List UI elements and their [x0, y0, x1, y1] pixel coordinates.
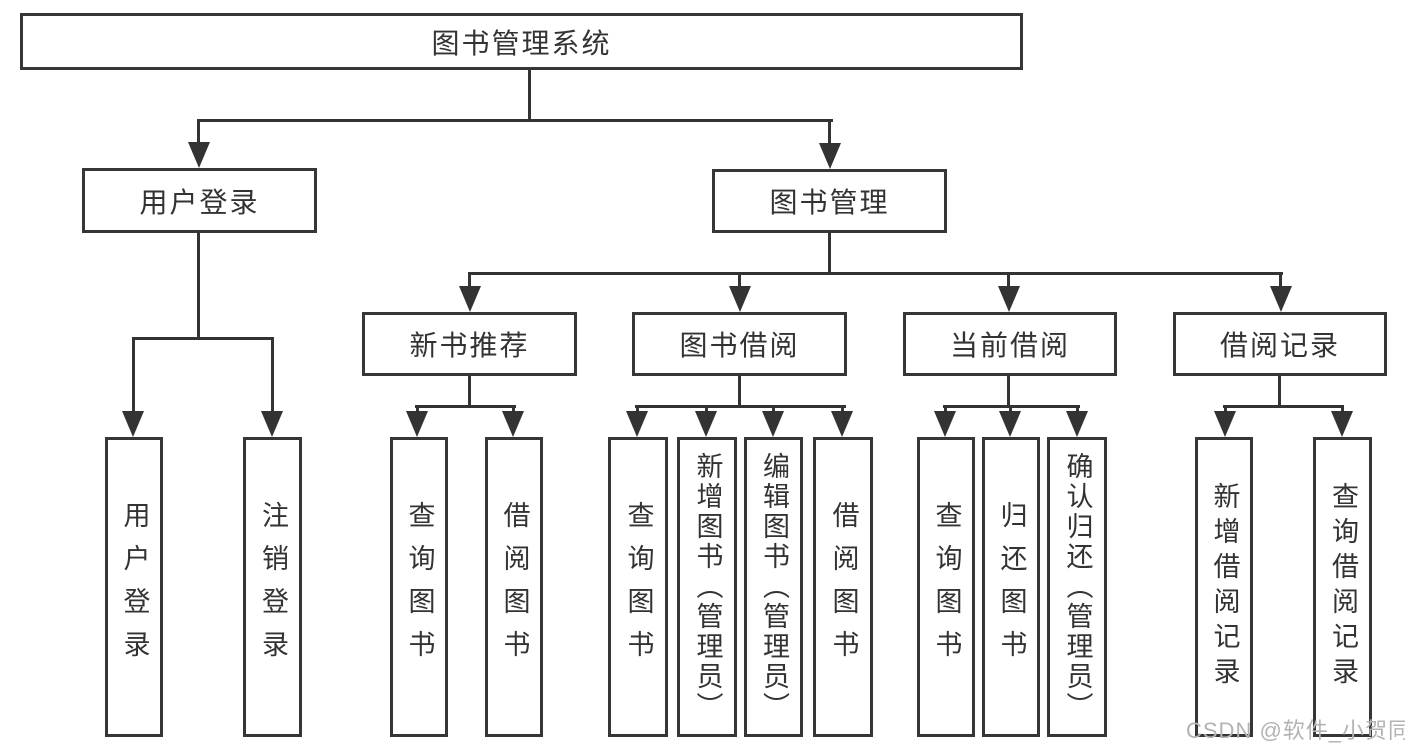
connector-stem	[636, 405, 639, 415]
connector-stem	[1341, 405, 1344, 415]
leaf-label: 新增借阅记录	[1209, 482, 1240, 692]
connector-stem	[528, 70, 531, 121]
arrow-down-icon	[999, 411, 1021, 437]
connector-stem	[468, 376, 471, 407]
arrow-down-icon	[1270, 286, 1292, 312]
leaf-confirm-return-admin: 确认归还（管理员）	[1047, 437, 1107, 737]
node-book-borrowing: 图书借阅	[632, 312, 847, 376]
leaf-query-books-recommend: 查询图书	[390, 437, 448, 737]
arrow-down-icon	[261, 411, 283, 437]
leaf-query-books-borrow: 查询图书	[608, 437, 668, 737]
leaf-label: 归还图书	[996, 501, 1027, 673]
arrow-down-icon	[1331, 411, 1353, 437]
connector-stem	[197, 119, 200, 147]
leaf-label: 查询图书	[931, 501, 962, 673]
arrow-down-icon	[122, 411, 144, 437]
connector-hline	[1223, 405, 1344, 408]
node-library-system: 图书管理系统	[20, 13, 1023, 70]
connector-hline	[197, 119, 833, 122]
leaf-query-borrow-record: 查询借阅记录	[1313, 437, 1372, 737]
node-label: 图书借阅	[679, 330, 800, 361]
leaf-query-books-current: 查询图书	[917, 437, 975, 737]
connector-stem	[512, 405, 515, 415]
leaf-label: 借阅图书	[499, 501, 530, 673]
leaf-label: 用户登录	[119, 501, 150, 673]
leaf-label: 查询借阅记录	[1328, 482, 1358, 692]
node-new-book-recommendation: 新书推荐	[362, 312, 577, 376]
node-label: 新书推荐	[409, 330, 530, 361]
csdn-watermark: CSDN @软件_小贺同学	[1186, 718, 1405, 743]
leaf-label: 编辑图书（管理员）	[759, 452, 789, 722]
arrow-down-icon	[459, 286, 481, 312]
arrow-down-icon	[819, 143, 841, 169]
connector-stem	[828, 119, 831, 147]
connector-stem	[738, 272, 741, 290]
leaf-label: 新增图书（管理员）	[692, 452, 723, 722]
connector-stem	[944, 405, 947, 415]
arrow-down-icon	[695, 411, 717, 437]
arrow-down-icon	[1214, 411, 1236, 437]
leaf-user-login: 用户登录	[105, 437, 163, 737]
connector-stem	[468, 272, 471, 290]
arrow-down-icon	[998, 286, 1020, 312]
connector-stem	[1279, 272, 1282, 290]
arrow-down-icon	[1066, 411, 1088, 437]
leaf-label: 查询图书	[623, 501, 654, 673]
leaf-borrow-books: 借阅图书	[813, 437, 873, 737]
leaf-edit-books-admin: 编辑图书（管理员）	[744, 437, 803, 737]
leaf-return-books: 归还图书	[982, 437, 1040, 737]
connector-stem	[841, 405, 844, 415]
arrow-down-icon	[502, 411, 524, 437]
connector-stem	[1224, 405, 1227, 415]
leaf-add-borrow-record: 新增借阅记录	[1195, 437, 1253, 737]
connector-hline	[415, 405, 516, 408]
leaf-label: 确认归还（管理员）	[1062, 452, 1093, 722]
connector-stem	[1009, 405, 1012, 415]
connector-stem	[1007, 272, 1010, 290]
node-current-borrowing: 当前借阅	[903, 312, 1117, 376]
node-label: 借阅记录	[1219, 330, 1340, 361]
connector-stem	[705, 405, 708, 415]
arrow-down-icon	[188, 142, 210, 168]
connector-stem	[1076, 405, 1079, 415]
connector-stem	[1278, 376, 1281, 407]
leaf-label: 注销登录	[258, 501, 288, 673]
arrow-down-icon	[762, 411, 784, 437]
connector-stem	[416, 405, 419, 415]
leaf-add-books-admin: 新增图书（管理员）	[677, 437, 737, 737]
node-user-login: 用户登录	[82, 168, 317, 233]
arrow-down-icon	[729, 286, 751, 312]
node-label: 图书管理	[769, 187, 890, 218]
node-label: 当前借阅	[949, 330, 1070, 361]
leaf-label: 借阅图书	[828, 501, 859, 673]
connector-stem	[132, 337, 135, 413]
connector-stem	[271, 337, 274, 413]
connector-stem	[738, 376, 741, 407]
leaf-borrow-books-recommend: 借阅图书	[485, 437, 543, 737]
connector-stem	[1007, 376, 1010, 407]
connector-stem	[197, 233, 200, 339]
node-label: 用户登录	[139, 186, 260, 218]
leaf-logout-login: 注销登录	[243, 437, 302, 737]
arrow-down-icon	[831, 411, 853, 437]
connector-hline	[468, 272, 1283, 275]
leaf-label: 查询图书	[404, 501, 435, 673]
arrow-down-icon	[406, 411, 428, 437]
arrow-down-icon	[934, 411, 956, 437]
arrow-down-icon	[626, 411, 648, 437]
connector-stem	[772, 405, 775, 415]
connector-stem	[828, 233, 831, 274]
node-borrowing-records: 借阅记录	[1173, 312, 1387, 376]
connector-hline	[132, 337, 274, 340]
node-book-management: 图书管理	[712, 169, 947, 233]
connector-hline	[635, 405, 846, 408]
node-label: 图书管理系统	[431, 27, 612, 59]
